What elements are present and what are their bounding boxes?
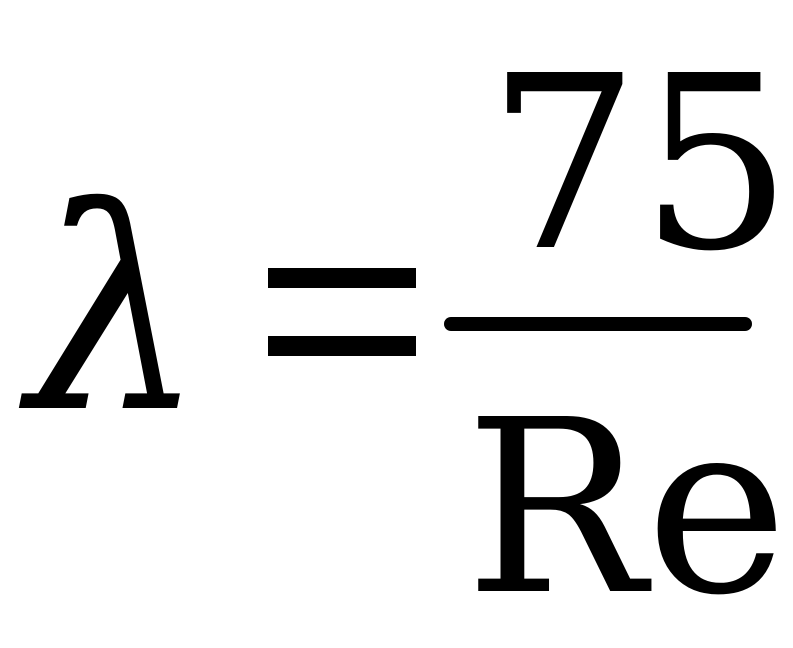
fraction-numerator: 75	[487, 24, 793, 304]
lambda-symbol: λ	[28, 149, 206, 475]
equation: λ 75 Re	[28, 24, 793, 648]
fraction-denominator: Re	[465, 368, 788, 648]
equals-top-bar	[268, 268, 416, 288]
equals-bottom-bar	[268, 336, 416, 356]
equals-sign	[268, 268, 416, 358]
fraction-bar	[444, 317, 752, 331]
